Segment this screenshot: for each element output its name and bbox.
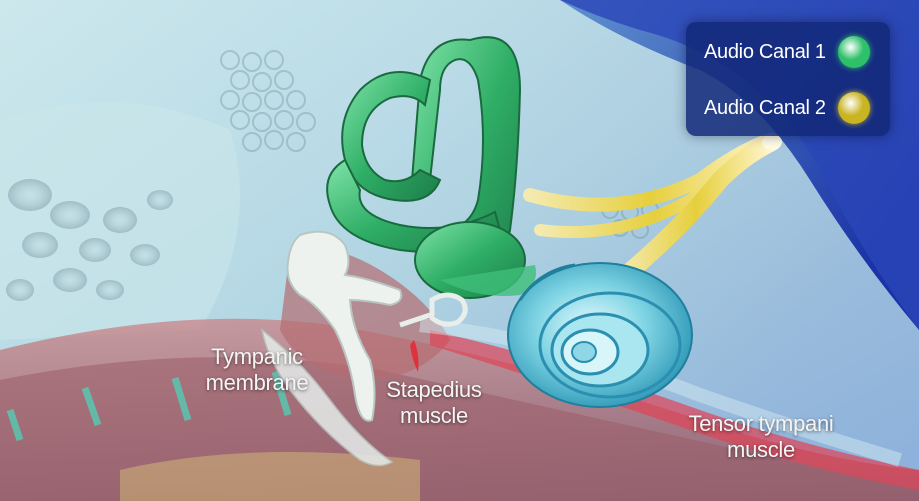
tensor-tympani-label: Tensor tympani muscle [672,411,850,463]
tympanic-membrane-label: Tympanic membrane [196,344,318,396]
tensor-line-1: Tensor tympani [672,411,850,437]
legend-label-2: Audio Canal 2 [704,96,826,120]
stapedius-muscle-label: Stapedius muscle [376,377,492,429]
tympanic-line-1: Tympanic [196,344,318,370]
stapedius-line-2: muscle [376,403,492,429]
cochlea [508,263,692,407]
yellow-circle-icon [838,92,870,124]
tensor-line-2: muscle [672,437,850,463]
audio-canal-legend: Audio Canal 1 Audio Canal 2 [686,22,890,136]
green-circle-icon [838,36,870,68]
stapedius-line-1: Stapedius [376,377,492,403]
legend-item-audio-canal-2: Audio Canal 2 [686,88,890,128]
legend-item-audio-canal-1: Audio Canal 1 [686,32,890,72]
legend-label-1: Audio Canal 1 [704,40,826,64]
tympanic-line-2: membrane [196,370,318,396]
